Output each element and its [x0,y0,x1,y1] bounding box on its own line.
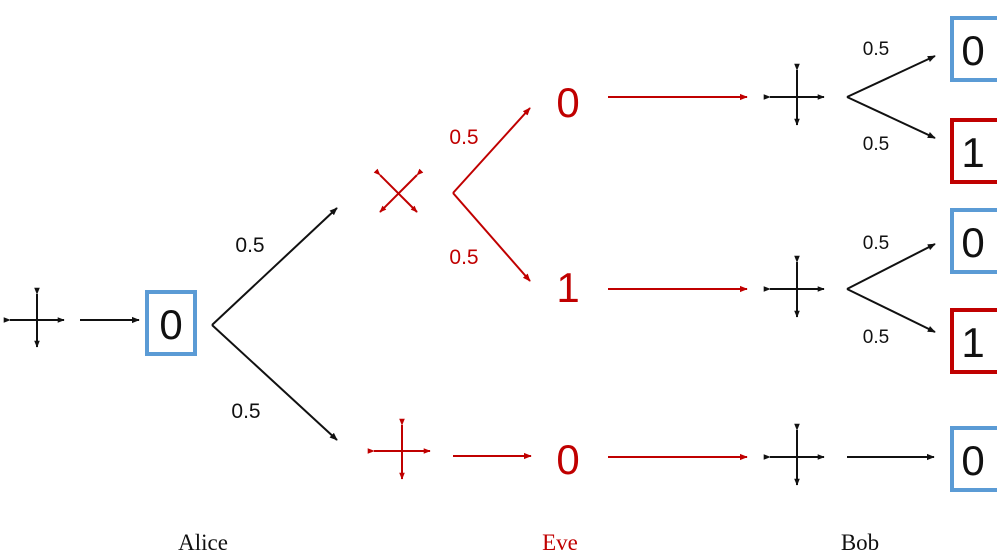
eve-prob-to-0: 0.5 [449,126,478,149]
eve-bit-bottom: 0 [556,436,579,483]
diagonal-basis-icon [373,168,424,213]
rectilinear-basis-icon [763,423,825,486]
alice-bit: 0 [159,301,182,348]
bob-out-1: 0 [961,27,984,74]
eve-branch-to-1 [452,192,531,282]
eve-prob-to-1: 0.5 [449,246,478,269]
rectilinear-basis-icon [3,287,65,348]
bob-top-prob-upper: 0.5 [863,39,889,60]
alice-prob-up: 0.5 [235,234,264,257]
bob-out-5: 0 [961,437,984,484]
eve-bit-mid: 1 [556,264,579,311]
bob-out-4: 1 [961,319,984,366]
bob-top-branch-down [846,96,936,139]
eve-bit-top: 0 [556,79,579,126]
bob-out-box-5 [950,426,997,492]
bob-mid-prob-upper: 0.5 [863,233,889,254]
bob-out-box-1 [950,16,997,82]
bob-top-prob-lower: 0.5 [863,134,889,155]
bob-out-box-3 [950,208,997,274]
rectilinear-basis-icon [763,255,825,318]
bob-mid-prob-lower: 0.5 [863,327,889,348]
label-alice: Alice [178,530,228,555]
eve-branch-to-0 [452,107,531,194]
bob-mid-branch-down [846,288,936,333]
bob-out-2: 1 [961,129,984,176]
alice-branch-down [211,324,338,441]
bob-out-box-2 [950,118,997,184]
bob-top-branch-up [846,55,936,98]
bob-out-3: 0 [961,219,984,266]
alice-bit-box [145,290,197,356]
bob-out-box-4 [950,308,997,374]
label-bob: Bob [841,530,879,555]
bob-mid-branch-up [846,243,936,290]
alice-branch-up [211,207,338,326]
rectilinear-basis-icon [763,63,825,126]
rectilinear-basis-icon [367,418,431,480]
alice-prob-down: 0.5 [231,400,260,423]
label-eve: Eve [542,530,578,555]
